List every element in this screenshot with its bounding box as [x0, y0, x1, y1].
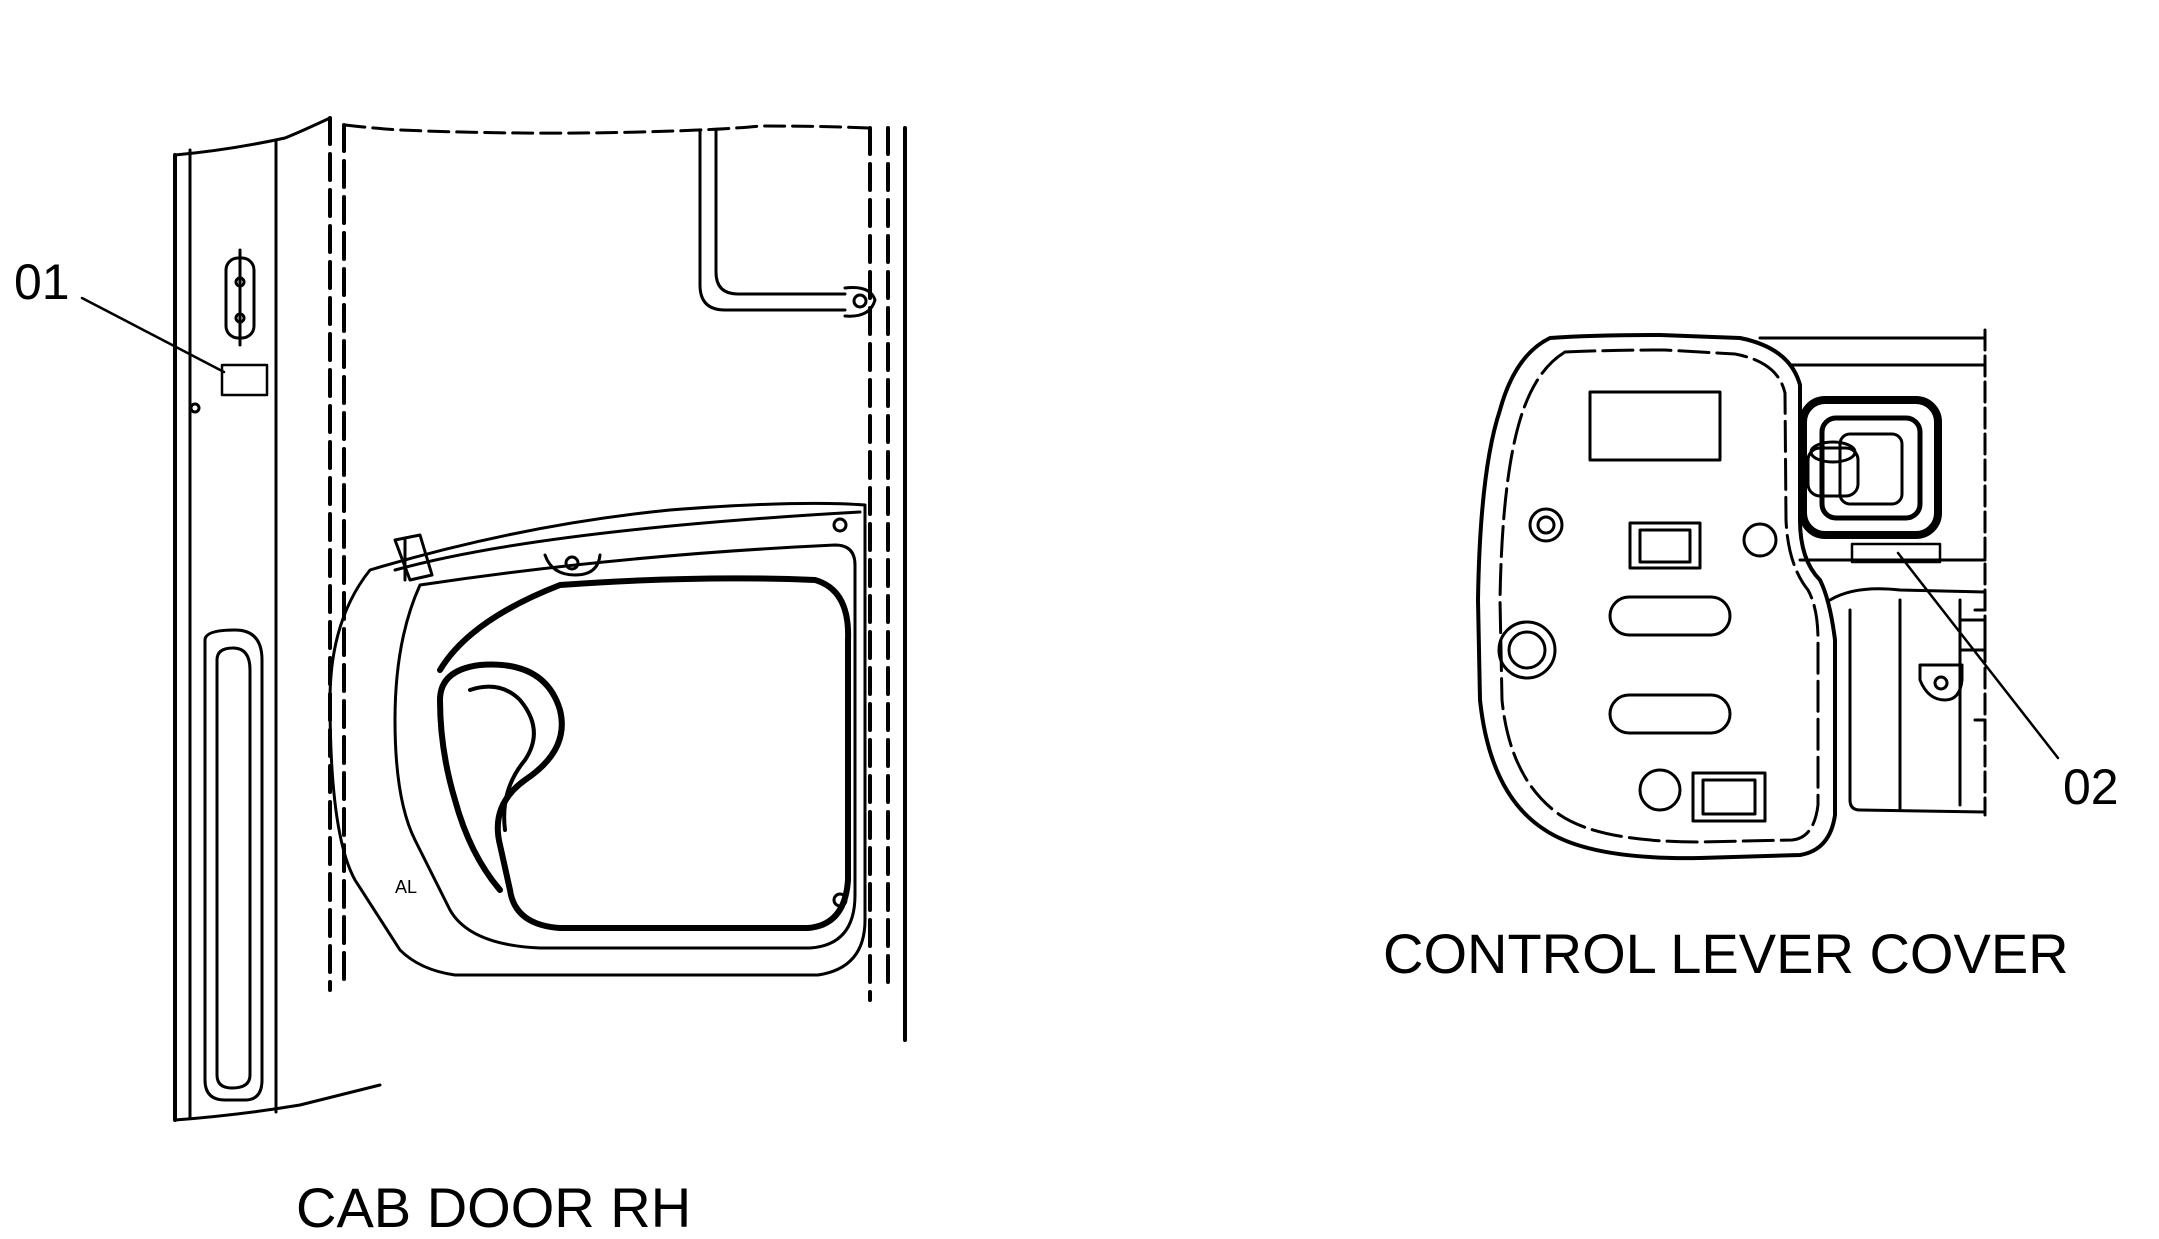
caption-cab-door-rh: CAB DOOR RH [296, 1176, 692, 1239]
door-trim-panel: AL [328, 501, 867, 977]
label-01-location [220, 363, 269, 397]
hinge-slot [224, 248, 256, 347]
door-pillar [173, 116, 382, 1122]
control-lever-cover-illustration [1476, 328, 1987, 861]
label-02-location [1850, 542, 1942, 564]
leader-line-01 [80, 296, 226, 374]
callout-01: 01 [14, 254, 70, 310]
cab-door-rh-illustration: AL [173, 116, 907, 1122]
door-frame [328, 116, 907, 1042]
callout-02: 02 [2063, 759, 2119, 815]
leader-line-02 [1896, 551, 2060, 760]
caption-control-lever-cover: CONTROL LEVER COVER [1383, 922, 2069, 985]
svg-text:AL: AL [395, 877, 417, 897]
